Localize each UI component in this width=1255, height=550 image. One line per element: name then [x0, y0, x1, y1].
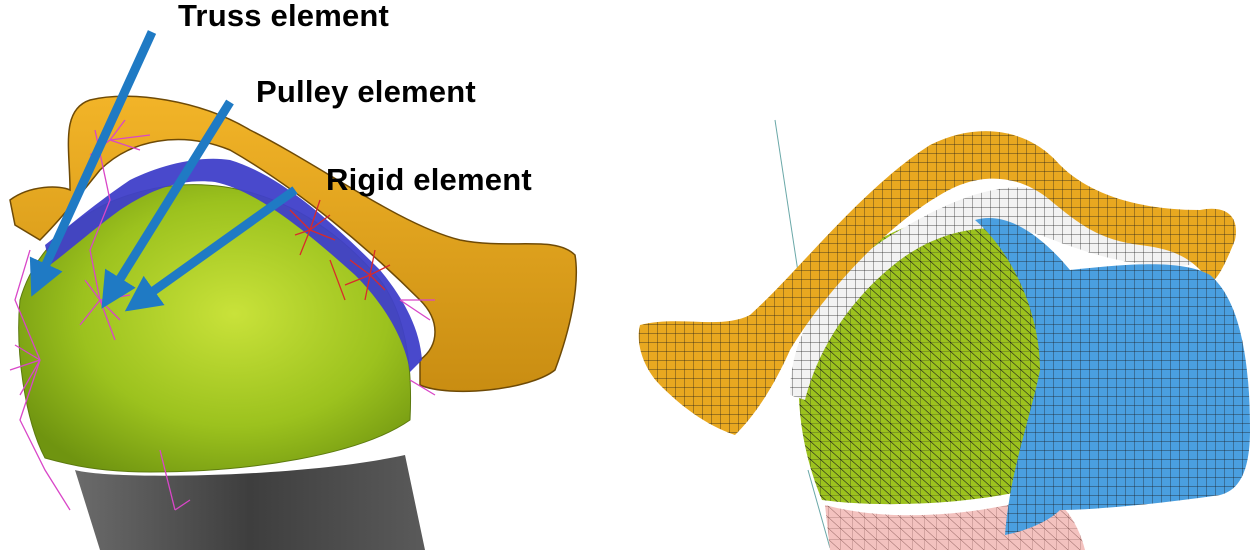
bone-shaft: [75, 455, 425, 550]
truss-arrow: [29, 30, 157, 297]
cartilage-ring: [9, 95, 578, 393]
rigid-arrow: [124, 186, 298, 312]
truss-elements: [9, 119, 436, 511]
rigid-element-label: Rigid element: [326, 162, 532, 197]
pulley-arrow: [101, 99, 234, 309]
pulley-element-label: Pulley element: [256, 74, 476, 109]
right-model: [638, 119, 1250, 550]
blue-band: [45, 158, 422, 372]
left-model: [9, 95, 578, 550]
truss-element-label: Truss element: [178, 0, 390, 33]
callout-arrows: [29, 30, 298, 312]
rigid-elements: [289, 199, 391, 301]
